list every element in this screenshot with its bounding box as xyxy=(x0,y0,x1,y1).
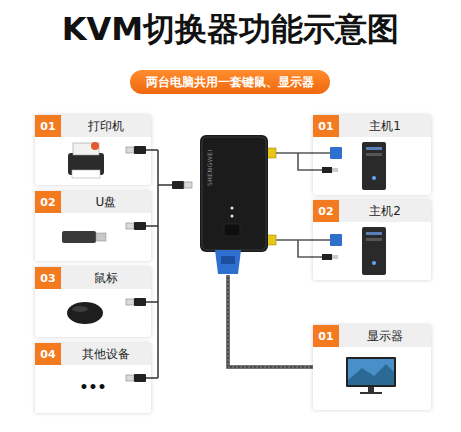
usb-plug-head xyxy=(332,255,338,259)
card-header: 01打印机 xyxy=(35,115,151,137)
usb-plug-head xyxy=(332,168,338,172)
usb-plug-body xyxy=(322,254,332,260)
card-label: 鼠标 xyxy=(61,267,151,289)
callout-number: 01 xyxy=(313,115,339,137)
kvm-device xyxy=(200,135,268,274)
card-label: 显示器 xyxy=(339,325,431,347)
callout-number: 01 xyxy=(35,115,61,137)
usb-plug-body xyxy=(322,167,332,173)
card-label: 主机1 xyxy=(339,115,431,137)
printer-dot xyxy=(91,142,99,150)
card-header: 03鼠标 xyxy=(35,267,151,289)
pc-bay xyxy=(366,147,382,150)
monitor-screen xyxy=(348,359,394,385)
kvm-button xyxy=(224,224,240,236)
diagram-title: KVM切换器功能示意图 xyxy=(0,8,461,52)
device-card: 02主机2 xyxy=(313,200,431,280)
usb-plug-head xyxy=(126,375,134,381)
pc-bay xyxy=(366,238,382,241)
vga-connector xyxy=(330,147,342,159)
card-header: 01显示器 xyxy=(313,325,431,347)
monitor-frame xyxy=(346,357,396,387)
printer-tray xyxy=(72,170,100,178)
mouse-body xyxy=(67,302,103,324)
usb-plug-head xyxy=(126,223,134,229)
monitor-neck xyxy=(368,387,374,392)
usb-plug-body xyxy=(134,298,146,306)
card-label: 其他设备 xyxy=(61,343,151,365)
card-header: 04其他设备 xyxy=(35,343,151,365)
mouse-icon xyxy=(67,302,103,324)
vga-connector xyxy=(215,250,241,274)
pc-case xyxy=(362,227,386,275)
pc-light xyxy=(372,176,376,180)
usb-plug-body xyxy=(134,146,146,154)
monitor-picture xyxy=(348,364,394,385)
callout-number: 04 xyxy=(35,343,61,365)
card-body-text: ••• xyxy=(35,379,151,395)
kvm-led xyxy=(231,207,234,210)
device-card: 04其他设备 ••• xyxy=(35,343,151,413)
usb-stick-head xyxy=(96,233,106,241)
vga-cable-braid xyxy=(228,275,313,367)
pc-tower-icon xyxy=(362,142,386,190)
callout-number: 02 xyxy=(35,191,61,213)
device-card: 01主机1 xyxy=(313,115,431,195)
kvm-edge xyxy=(202,137,266,250)
printer-paper xyxy=(73,143,99,155)
vga-cable xyxy=(228,275,313,367)
pc-case xyxy=(362,142,386,190)
banner-pill: 两台电脑共用一套键鼠、显示器 xyxy=(130,70,330,94)
card-header: 02U盘 xyxy=(35,191,151,213)
host-cable xyxy=(276,153,330,170)
usb-plug-head xyxy=(184,182,192,188)
kvm-led xyxy=(231,215,234,218)
mouse-shine xyxy=(72,306,88,312)
device-card: 01打印机 xyxy=(35,115,151,185)
host-cable xyxy=(276,240,330,257)
usb-plug-body xyxy=(134,374,146,382)
pc-tower-icon xyxy=(362,227,386,275)
card-header: 02主机2 xyxy=(313,200,431,222)
usb-plug-body xyxy=(172,181,184,189)
usb-plug-head xyxy=(126,147,134,153)
card-label: 主机2 xyxy=(339,200,431,222)
device-card: 02U盘 xyxy=(35,191,151,261)
printer-icon xyxy=(68,142,104,178)
device-card: 01显示器 xyxy=(313,325,431,410)
card-header: 01主机1 xyxy=(313,115,431,137)
monitor-stand xyxy=(360,392,382,394)
usb-stick-body xyxy=(62,231,96,243)
pc-bay xyxy=(366,153,382,156)
callout-number: 03 xyxy=(35,267,61,289)
card-label: U盘 xyxy=(61,191,151,213)
banner-text: 两台电脑共用一套键鼠、显示器 xyxy=(146,74,314,91)
vga-connector xyxy=(330,234,342,246)
callout-number: 02 xyxy=(313,200,339,222)
kvm-body xyxy=(200,135,268,252)
monitor-icon xyxy=(346,357,396,394)
card-label: 打印机 xyxy=(61,115,151,137)
vga-connector-face xyxy=(221,256,235,264)
usb-plug-head xyxy=(126,299,134,305)
pc-bay xyxy=(366,232,382,235)
brand-label: SHENGWEI xyxy=(206,149,213,186)
device-card: 03鼠标 xyxy=(35,267,151,337)
usb-stick-icon xyxy=(62,231,106,243)
callout-number: 01 xyxy=(313,325,339,347)
usb-plug-body xyxy=(134,222,146,230)
pc-light xyxy=(372,261,376,265)
host-connectors xyxy=(266,147,342,260)
